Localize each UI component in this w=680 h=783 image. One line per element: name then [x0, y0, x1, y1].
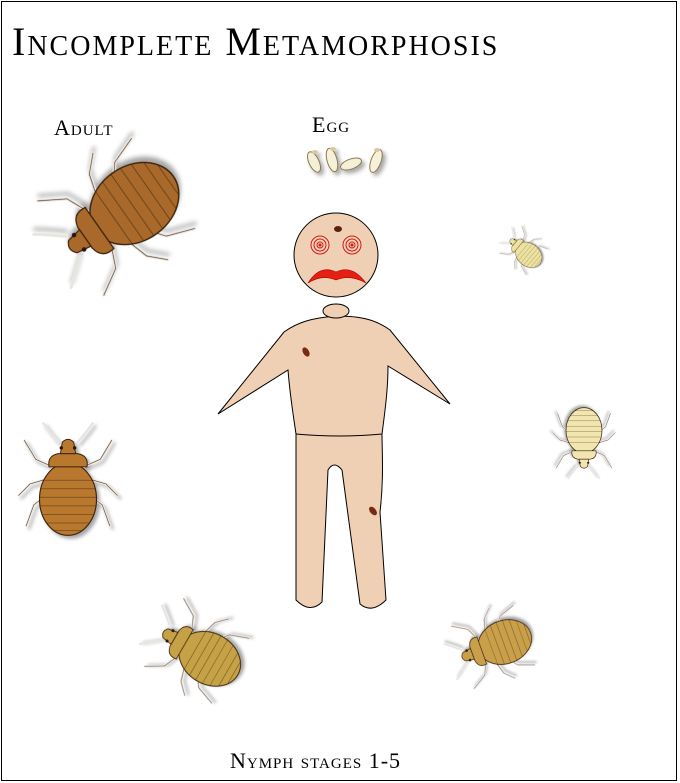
bite-mark: [334, 226, 342, 232]
bed-bug-adult-icon: [15, 123, 210, 314]
bed-bug-nymph-icon: [19, 423, 118, 535]
spiral-eye-right-icon: [343, 236, 361, 254]
human-figure-icon: [218, 213, 450, 608]
bed-bug-egg-icon: [305, 147, 385, 174]
bed-bug-nymph-icon: [129, 587, 260, 714]
bed-bug-nymph-icon: [438, 598, 543, 697]
spiral-eye-left-icon: [311, 236, 329, 254]
bed-bug-nymph-icon: [493, 220, 553, 279]
bed-bug-nymph-icon: [553, 408, 615, 479]
